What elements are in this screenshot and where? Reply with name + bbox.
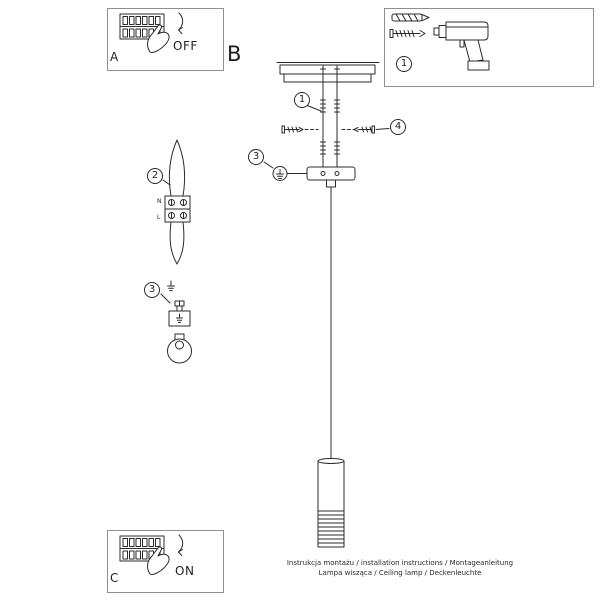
ceiling-illustration <box>276 62 380 83</box>
step-3-badge-main: 3 <box>248 149 264 165</box>
section-a-label: A <box>110 50 119 64</box>
section-b-label: B <box>227 42 242 66</box>
leader-lines <box>160 104 322 304</box>
lamp-shade-illustration <box>317 458 345 548</box>
strain-relief-illustration <box>167 333 192 364</box>
footer-text: Instrukcja montażu / installation instru… <box>280 559 520 578</box>
switch-on-label: ON <box>175 564 195 578</box>
footer-line-2: Lampa wisząca / Ceiling lamp / Deckenleu… <box>318 568 482 577</box>
footer-line-1: Instrukcja montażu / installation instru… <box>286 559 514 567</box>
side-screws <box>281 125 390 134</box>
wire-l-label: L <box>157 214 161 221</box>
ground-symbol-icon <box>272 166 288 181</box>
canopy-illustration <box>306 166 356 188</box>
anchor-screws <box>320 65 340 97</box>
wire-n-label: N <box>157 198 162 205</box>
switch-off-label: OFF <box>173 39 198 53</box>
ground-terminal-illustration <box>168 300 191 327</box>
wire-connection-illustration <box>164 139 191 265</box>
threaded-rods <box>320 95 340 168</box>
section-c-label: C <box>110 571 119 585</box>
panel-switch-off <box>107 8 224 71</box>
step-1-badge-kit: 1 <box>396 56 412 72</box>
step-4-badge: 4 <box>390 119 406 135</box>
step-2-badge: 2 <box>147 168 163 184</box>
step-3-badge-detail: 3 <box>144 282 160 298</box>
panel-tool-kit <box>384 8 594 87</box>
panel-switch-on <box>107 530 224 593</box>
ground-symbol-small-icon <box>167 280 175 292</box>
step-1-badge-main: 1 <box>294 92 310 108</box>
